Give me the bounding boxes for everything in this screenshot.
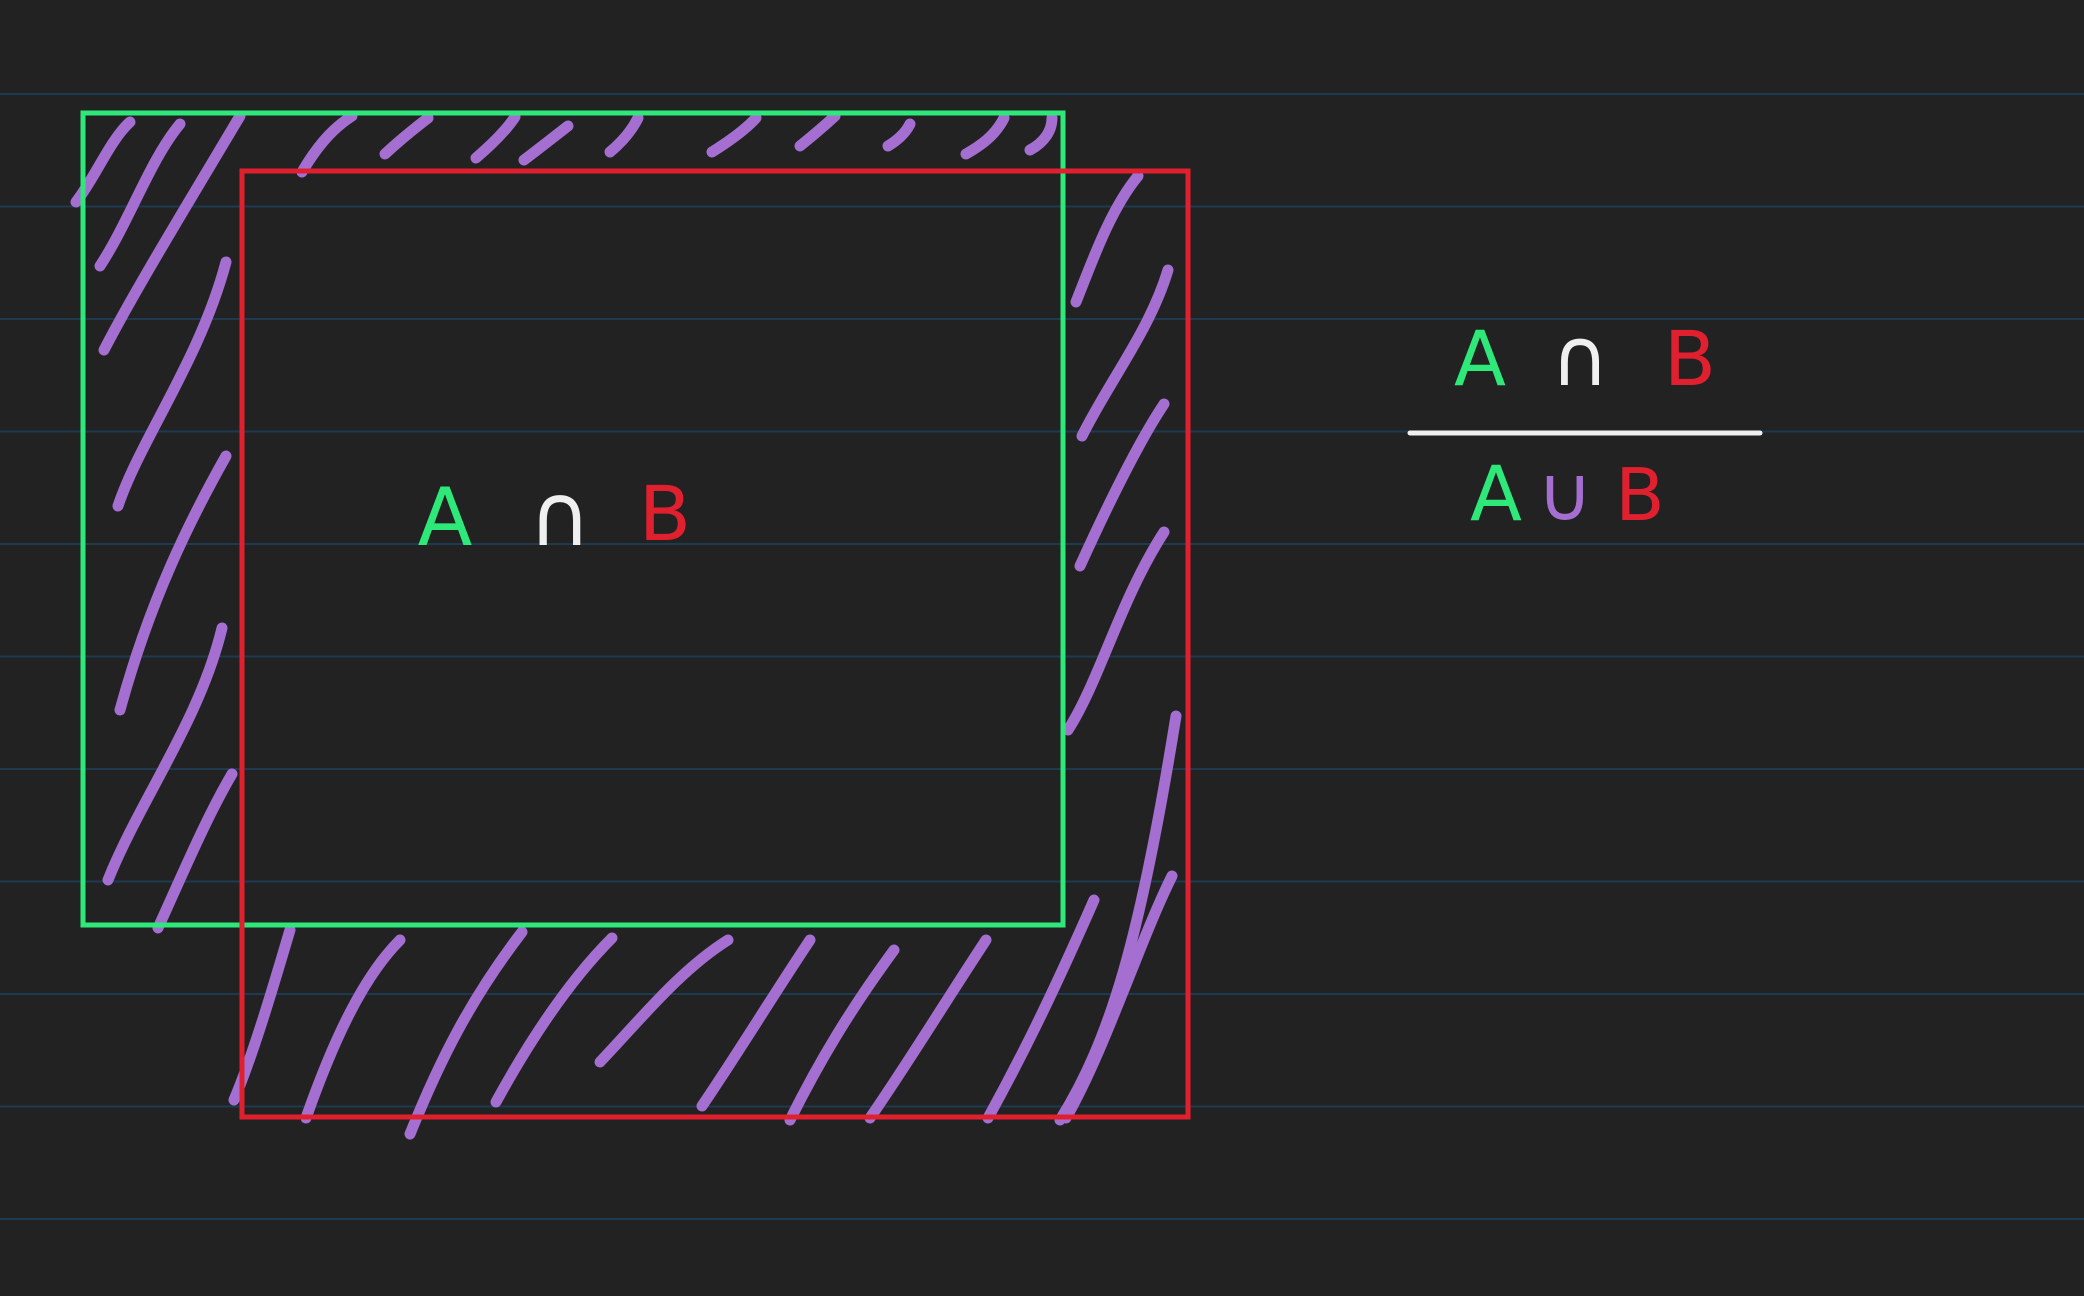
hatch-stroke	[518, 120, 574, 166]
hatch-stroke	[696, 934, 816, 1112]
hatch-stroke	[794, 110, 841, 152]
denominator-a: A	[1470, 449, 1522, 538]
numerator-op: ∩	[1551, 311, 1610, 404]
hatch-stroke	[112, 256, 232, 512]
center-label-op: ∩	[529, 466, 592, 566]
set-b-box	[239, 168, 1191, 1120]
hatch-stroke	[94, 118, 186, 272]
hatch-stroke	[490, 932, 618, 1108]
hatch-stroke	[379, 112, 434, 160]
hatch-stroke	[706, 112, 762, 158]
center-label-b: B	[639, 469, 691, 558]
hatch-stroke	[1024, 112, 1058, 156]
hatch-stroke	[784, 944, 900, 1126]
hatch-stroke	[296, 110, 358, 178]
hatch-stroke	[152, 768, 238, 934]
hatch-stroke	[1060, 870, 1178, 1124]
numerator-a: A	[1454, 314, 1506, 403]
hatch-stroke	[594, 934, 734, 1068]
hatch-stroke	[982, 894, 1100, 1124]
hatch-stroke	[1062, 526, 1170, 736]
ruled-lines	[0, 93, 2084, 1220]
hatch-stroke	[604, 112, 644, 158]
hatch-stroke	[404, 926, 528, 1140]
hatch-stroke	[1076, 264, 1174, 442]
hatch-stroke	[300, 934, 406, 1124]
hatch-stroke	[102, 622, 228, 886]
hatch-stroke	[1070, 170, 1144, 308]
hatch-stroke	[1074, 398, 1170, 572]
formula: A ∩ B A ∪ B	[1407, 311, 1763, 538]
center-label-a: A	[418, 471, 473, 564]
numerator-b: B	[1664, 314, 1716, 403]
hatch-stroke	[470, 111, 521, 164]
hatch-stroke	[882, 118, 916, 152]
hatch-stroke	[98, 110, 246, 356]
denominator-op: ∪	[1537, 449, 1593, 538]
set-a-box	[80, 110, 1066, 928]
hatch-stroke	[114, 450, 232, 716]
denominator-b: B	[1615, 453, 1664, 537]
hatch-stroke	[960, 112, 1010, 160]
hatch-stroke	[864, 934, 992, 1124]
